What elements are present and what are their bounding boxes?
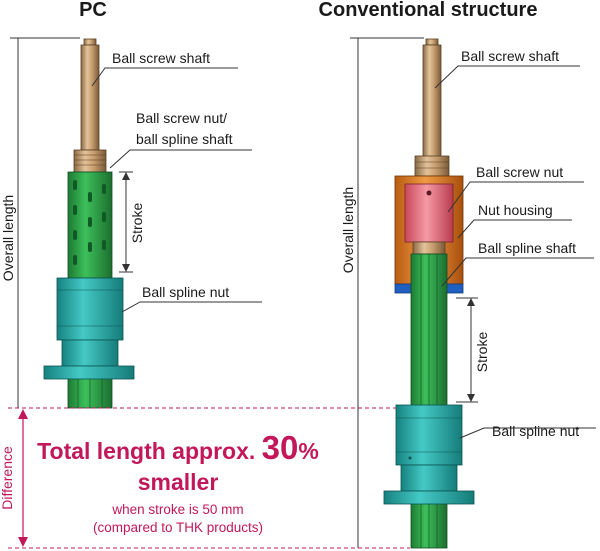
difference-guides xyxy=(8,407,410,549)
left-stroke-label: Stroke xyxy=(129,203,145,244)
right-leader-ball-spline-shaft xyxy=(441,257,594,287)
left-overall-length-dimension xyxy=(10,37,80,408)
right-leader-nut-housing xyxy=(457,219,572,239)
right-leader-ball-spline-nut xyxy=(459,427,596,439)
left-leader-ball-screw-nut xyxy=(109,149,252,169)
left-stroke-dimension xyxy=(119,171,133,273)
right-stroke-label: Stroke xyxy=(474,332,490,373)
left-title: PC xyxy=(79,0,107,21)
right-label-ball-screw-shaft: Ball screw shaft xyxy=(461,48,559,64)
note-line2: (compared to THK products) xyxy=(93,520,263,535)
left-overall-length-label: Overall length xyxy=(0,195,16,281)
right-overall-length-dimension xyxy=(350,37,424,548)
left-ball-screw-nut xyxy=(73,149,107,173)
headline-unit: % xyxy=(298,438,318,464)
right-ball-screw-shaft xyxy=(414,38,450,177)
difference-label: Difference xyxy=(0,446,15,510)
headline: Total length approx. 30% xyxy=(37,429,319,466)
left-ball-spline-nut xyxy=(43,277,135,380)
left-leader-ball-screw-shaft xyxy=(91,67,238,87)
left-label-ball-screw-shaft: Ball screw shaft xyxy=(112,50,210,66)
note-line1: when stroke is 50 mm xyxy=(111,502,243,517)
headline-suffix: smaller xyxy=(138,469,219,495)
right-title: Conventional structure xyxy=(319,0,538,21)
left-ball-spline-shaft xyxy=(67,171,113,409)
right-overall-length-label: Overall length xyxy=(340,187,356,273)
right-label-ball-spline-nut: Ball spline nut xyxy=(492,423,579,439)
headline-value: 30 xyxy=(262,429,299,466)
left-label-ball-spline-nut: Ball spline nut xyxy=(142,284,229,300)
headline-prefix: Total length approx. xyxy=(37,438,261,464)
right-leader-ball-screw-shaft xyxy=(434,65,580,89)
left-leader-ball-spline-nut xyxy=(121,301,262,313)
right-label-nut-housing: Nut housing xyxy=(478,202,553,218)
right-stroke-dimension xyxy=(456,297,478,403)
left-ball-screw-shaft xyxy=(80,38,100,151)
right-leader-ball-screw-nut xyxy=(447,181,584,213)
right-label-ball-spline-shaft: Ball spline shaft xyxy=(478,240,576,256)
right-ball-spline-nut xyxy=(383,404,475,505)
left-label-ball-screw-nut-line1: Ball screw nut/ xyxy=(136,110,227,126)
right-label-ball-screw-nut: Ball screw nut xyxy=(476,164,563,180)
left-label-ball-screw-nut-line2: ball spline shaft xyxy=(136,131,233,147)
right-ball-screw-nut xyxy=(404,183,454,255)
